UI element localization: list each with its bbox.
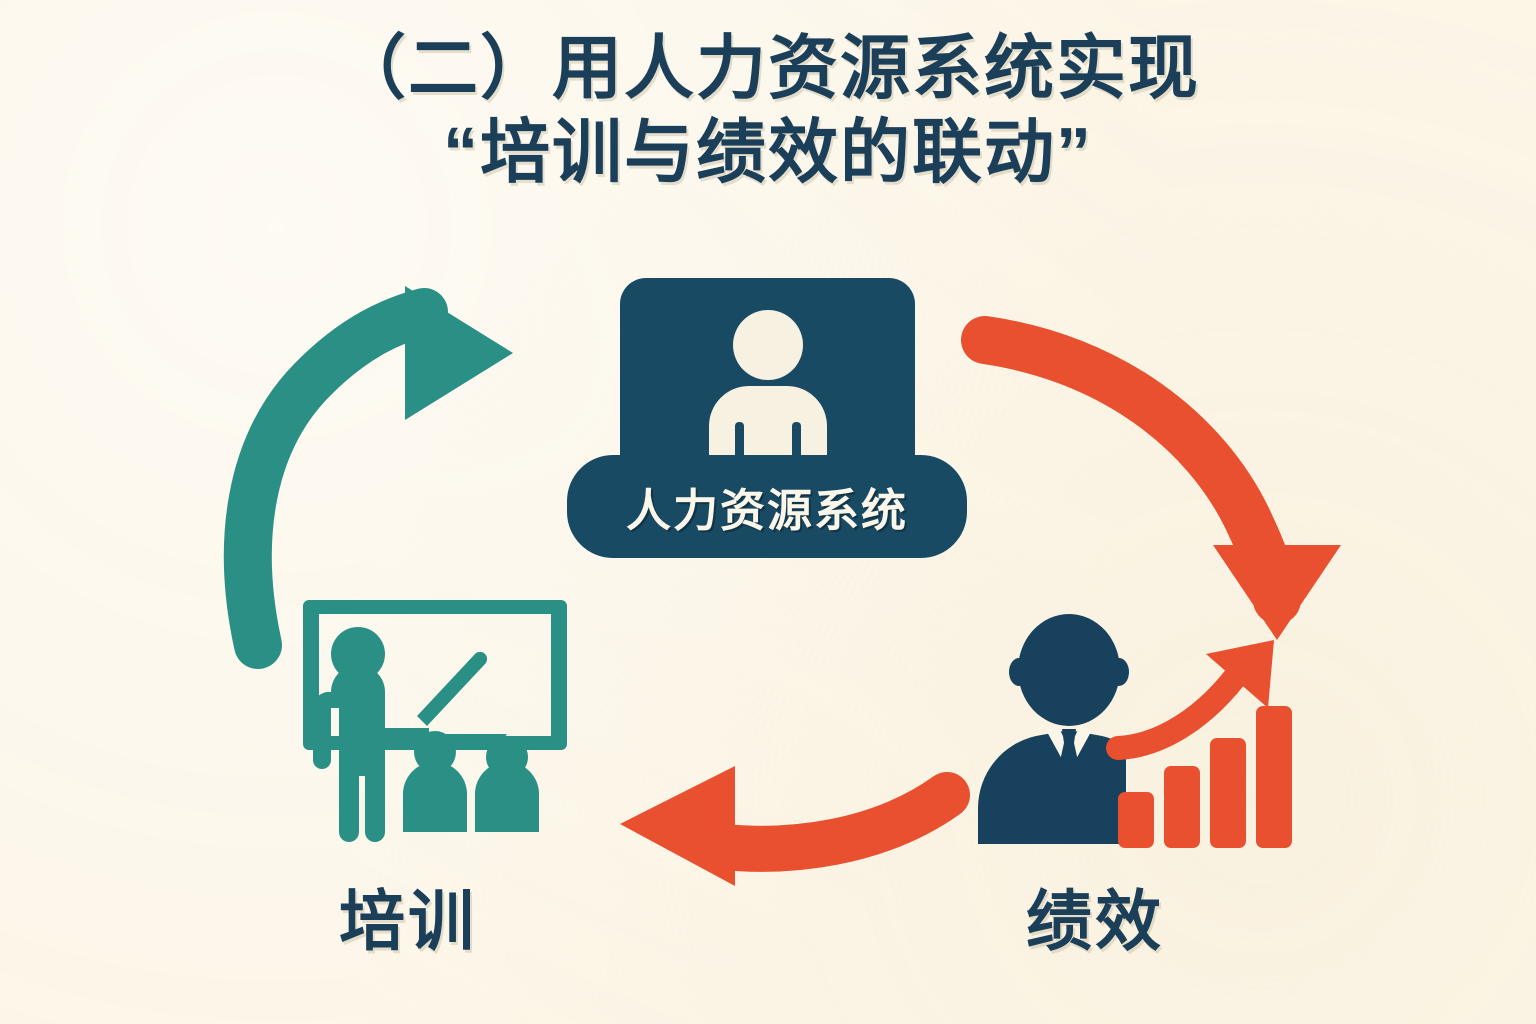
arrow-performance-to-training: [620, 766, 970, 886]
hr-system-node[interactable]: 人力资源系统: [567, 278, 967, 560]
monitor-person-icon: [620, 278, 915, 473]
hr-system-label: 人力资源系统: [625, 485, 908, 536]
performance-growth-chart-icon[interactable]: [968, 596, 1300, 856]
bar-4: [1256, 706, 1292, 848]
person-body-shape: [708, 386, 827, 468]
node-label-performance: 绩效: [1026, 884, 1164, 958]
arrow-system-to-performance: [961, 316, 1341, 640]
bar-3: [1210, 738, 1246, 848]
training-icon-art: [303, 600, 567, 842]
node-label-training: 培训: [339, 884, 477, 958]
arrow-training-to-system: [223, 286, 513, 669]
page-title: （二）用人力资源系统实现 “培训与绩效的联动”: [0, 26, 1536, 194]
classroom-training-icon[interactable]: [295, 592, 575, 854]
title-line-1: （二）用人力资源系统实现: [336, 29, 1200, 107]
bar-2: [1164, 766, 1200, 848]
hr-system-label-bar: 人力资源系统: [567, 455, 967, 558]
title-line-2: “培训与绩效的联动”: [443, 113, 1093, 191]
person-head-shape: [732, 310, 803, 380]
bar-1: [1118, 792, 1154, 848]
performance-icon-art: [978, 614, 1292, 848]
